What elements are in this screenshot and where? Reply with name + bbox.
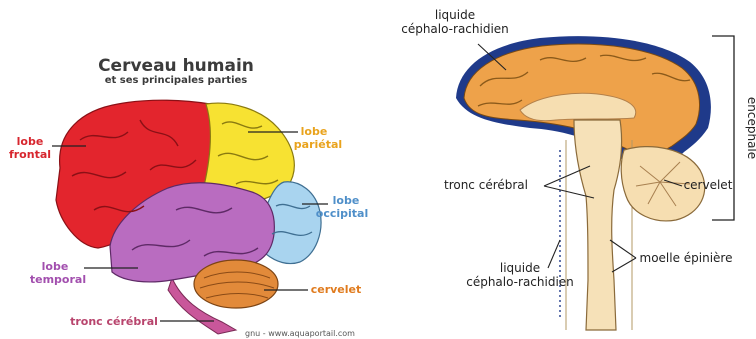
tronc-label-right: tronc cérébral: [444, 178, 528, 192]
cervelet-label-right: cervelet: [684, 178, 733, 192]
lcr-bottom-leader: [548, 240, 560, 268]
lcr-bottom-line2: céphalo-rachidien: [466, 275, 574, 289]
tronc-label-left: tronc cérébral: [70, 315, 158, 328]
moelle-label: moelle épinière: [640, 251, 733, 265]
left-title: Cerveau humain: [98, 56, 254, 76]
parietal-label-line2: pariétal: [294, 138, 342, 151]
cerebellum-shape: [194, 260, 278, 308]
lcr-bottom-line1: liquide: [500, 261, 540, 275]
credit-text: gnu - www.aquaportail.com: [245, 329, 355, 338]
encephale-label: encéphale: [745, 97, 756, 159]
encephale-bracket: [712, 36, 734, 220]
cervelet-label: cervelet: [311, 283, 362, 296]
parietal-label-line1: lobe: [301, 125, 328, 138]
temporal-label-line2: temporal: [30, 273, 86, 286]
brainstem-cord: [574, 120, 622, 330]
occipital-label-line2: occipital: [316, 207, 368, 220]
occipital-label-line1: lobe: [333, 194, 360, 207]
frontal-label-line1: lobe: [17, 135, 44, 148]
left-brain-figure: Cerveau humain et ses principales partie…: [9, 56, 368, 338]
lcr-top-line1: liquide: [435, 8, 475, 22]
frontal-label-line2: frontal: [9, 148, 51, 161]
right-brain-section: encéphale liquide céphalo-rachidien tron…: [401, 8, 756, 330]
temporal-label-line1: lobe: [42, 260, 69, 273]
lcr-top-line2: céphalo-rachidien: [401, 22, 509, 36]
left-subtitle: et ses principales parties: [105, 75, 248, 86]
